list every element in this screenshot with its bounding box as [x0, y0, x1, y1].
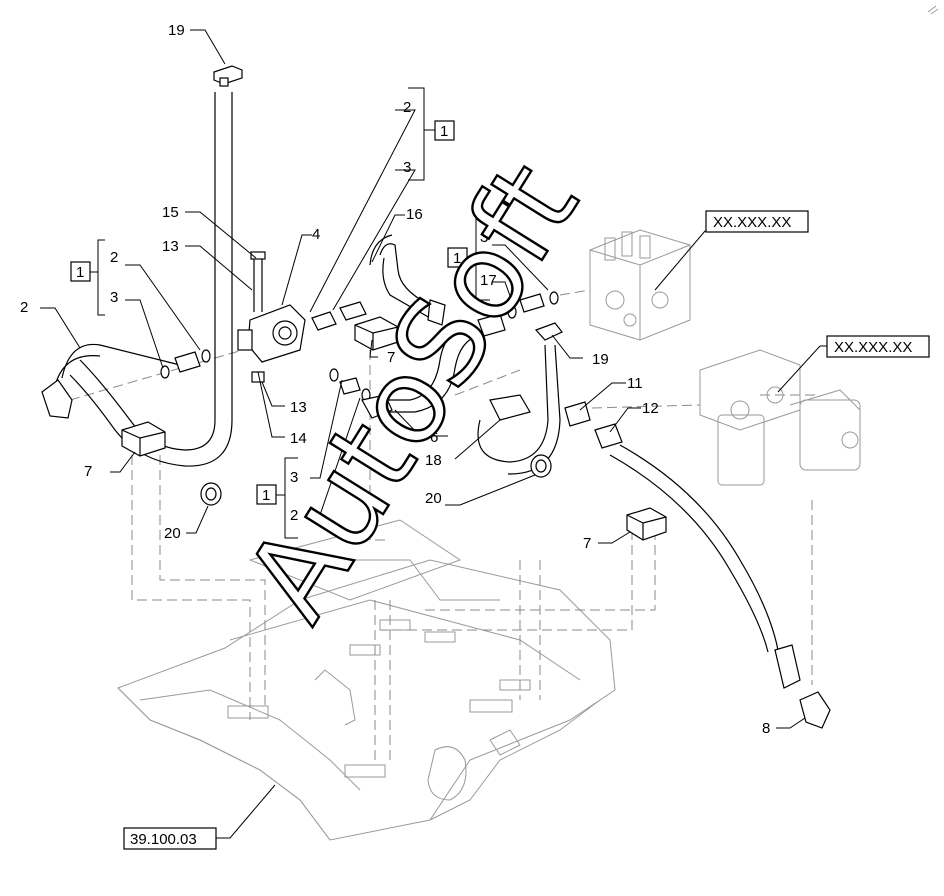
- clamp-7-right: [626, 507, 667, 541]
- callout-number: 19: [168, 22, 185, 39]
- callout-number: 18: [425, 452, 442, 469]
- callout-number: 15: [162, 204, 179, 221]
- group-number-box: 1: [434, 120, 455, 141]
- callout-number: 17: [480, 272, 497, 289]
- callout-number: 2: [403, 99, 411, 116]
- group-brackets: [90, 87, 490, 539]
- reference-code: 39.100.03: [130, 831, 197, 848]
- callout-number: 2: [20, 299, 28, 316]
- callout-number: 6: [430, 429, 438, 446]
- group-number: 1: [262, 487, 270, 504]
- callout-number: 7: [84, 463, 92, 480]
- callout-number: 11: [627, 375, 643, 392]
- callout-number: 8: [762, 720, 770, 737]
- parts: [41, 65, 831, 729]
- reference-code: XX.XXX.XX: [834, 339, 912, 356]
- callout-number: 2: [110, 249, 118, 266]
- control-valve-block: [589, 229, 691, 341]
- callout-number: 4: [312, 226, 320, 243]
- callout-number: 3: [403, 159, 411, 176]
- callout-number: 13: [290, 399, 307, 416]
- callout-number: 20: [425, 490, 442, 507]
- clamp-7-left: [121, 421, 166, 457]
- group-number: 1: [76, 264, 84, 281]
- chassis-frame: [117, 519, 616, 841]
- callout-labels: 19 2 3 15 16 4 13 2 3 2 3 17 7 13 14 19 …: [20, 22, 770, 737]
- hydraulic-hoses: [53, 92, 779, 653]
- callout-number: 19: [592, 351, 609, 368]
- corner-mark-icon: [927, 5, 939, 15]
- group-number-box: 1: [70, 261, 91, 282]
- clamp-7-center: [354, 316, 399, 351]
- callout-number: 3: [290, 469, 298, 486]
- callout-number: 2: [290, 507, 298, 524]
- leader-lines: [40, 29, 830, 839]
- group-number: 1: [453, 250, 461, 267]
- group-number: 1: [440, 123, 448, 140]
- reference-box[interactable]: 39.100.03: [123, 827, 217, 850]
- reference-box[interactable]: XX.XXX.XX: [705, 210, 809, 233]
- reference-box[interactable]: XX.XXX.XX: [826, 335, 930, 358]
- filter-pump-assembly: [699, 349, 861, 486]
- group-number-box: 1: [256, 484, 277, 505]
- callout-number: 3: [110, 289, 118, 306]
- callout-number: 7: [583, 535, 591, 552]
- callout-number: 12: [642, 400, 659, 417]
- callout-number: 20: [164, 525, 181, 542]
- callout-number: 16: [406, 206, 423, 223]
- callout-number: 13: [162, 238, 179, 255]
- callout-number: 14: [290, 430, 307, 447]
- reference-code: XX.XXX.XX: [713, 214, 791, 231]
- group-number-box: 1: [447, 247, 468, 268]
- callout-number: 3: [480, 229, 488, 246]
- callout-number: 7: [387, 349, 395, 366]
